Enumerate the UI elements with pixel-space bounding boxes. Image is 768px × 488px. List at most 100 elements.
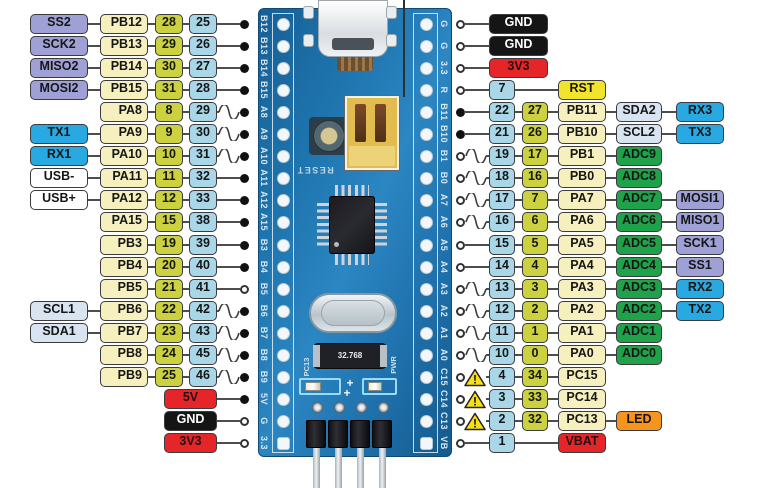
connection-dot	[240, 64, 249, 73]
port-label: PC14	[558, 389, 606, 409]
connection-circle	[456, 196, 465, 205]
header-pin-number: 30	[189, 124, 217, 144]
wire	[548, 155, 558, 157]
wire	[217, 67, 240, 69]
mcu-pin-number: 25	[155, 367, 183, 387]
pin-hole	[419, 414, 433, 428]
wire	[88, 332, 100, 334]
connection-circle	[240, 285, 249, 294]
wire	[148, 45, 155, 47]
mcu-pin-number: 3	[522, 279, 548, 299]
connection-dot	[240, 86, 249, 95]
wire	[662, 266, 676, 268]
pin-function-label: SCL1	[30, 301, 88, 321]
usb-connector-slot	[332, 38, 374, 50]
mcu-pin-number: 23	[155, 323, 183, 343]
wire	[148, 177, 155, 179]
wire	[548, 133, 558, 135]
port-label: PB13	[100, 36, 148, 56]
pin-hole	[419, 282, 433, 296]
power-led	[368, 382, 382, 391]
header-pin-number: 46	[189, 367, 217, 387]
wire	[606, 420, 616, 422]
wire	[183, 133, 189, 135]
wire	[606, 155, 616, 157]
header-pin-leg	[357, 448, 364, 488]
mcu-pin-number: 4	[522, 257, 548, 277]
header-pin-number: 41	[189, 279, 217, 299]
connection-circle	[456, 329, 465, 338]
mcu-pins-right	[375, 203, 387, 249]
pin-hole	[276, 282, 290, 296]
wire	[606, 310, 616, 312]
wire	[148, 133, 155, 135]
pin-hole	[276, 370, 290, 384]
wire	[606, 288, 616, 290]
wire	[662, 310, 676, 312]
connection-dot	[240, 42, 249, 51]
wire	[486, 376, 490, 378]
header-pin-leg	[379, 448, 386, 488]
pin-hole	[419, 83, 433, 97]
wire	[515, 155, 522, 157]
wire	[148, 266, 155, 268]
connection-dot	[240, 263, 249, 272]
wire	[548, 332, 558, 334]
pin-function-label: SDA1	[30, 323, 88, 343]
header-pin-number: 43	[189, 323, 217, 343]
port-label: PB10	[558, 124, 606, 144]
port-label: PB0	[558, 168, 606, 188]
wire	[515, 442, 558, 444]
wire	[217, 23, 240, 25]
boot-jumper-base	[349, 146, 395, 166]
pwr-silkscreen-label: PWR	[389, 356, 398, 374]
wire	[148, 332, 155, 334]
header-pin-number: 2	[489, 411, 515, 431]
wire	[217, 442, 240, 444]
header-pin-number: 18	[489, 168, 515, 188]
wire	[515, 398, 522, 400]
wire	[217, 420, 240, 422]
header-pin-number: 42	[189, 301, 217, 321]
connection-dot	[240, 218, 249, 227]
wire	[217, 155, 219, 157]
pwm-icon	[465, 169, 487, 187]
left-hole-frame	[272, 13, 294, 453]
header-pin-number: 39	[189, 235, 217, 255]
pin-function-label: USB+	[30, 190, 88, 210]
pin-hole	[276, 17, 290, 31]
wire	[217, 221, 240, 223]
wire	[486, 177, 490, 179]
pin-hole	[276, 436, 290, 450]
alt-function-label: ADC6	[616, 212, 662, 232]
port-label: PA11	[100, 168, 148, 188]
wire	[148, 23, 155, 25]
mcu-pin-number: 21	[155, 279, 183, 299]
peripheral-label: RX2	[676, 279, 724, 299]
mcu-pin-number: 30	[155, 58, 183, 78]
header-post	[333, 402, 345, 413]
pwm-icon	[218, 302, 240, 320]
header-pin-number: 15	[489, 235, 515, 255]
pin-hole	[419, 370, 433, 384]
pin-hole	[276, 392, 290, 406]
wire	[486, 221, 490, 223]
wire	[464, 266, 490, 268]
connection-circle	[456, 218, 465, 227]
wire	[217, 45, 240, 47]
connection-dot	[456, 130, 465, 139]
header-pin-number: 33	[189, 190, 217, 210]
warning-icon: !	[464, 390, 486, 409]
mcu-pin-number: 15	[155, 212, 183, 232]
pwm-icon	[465, 147, 487, 165]
connection-circle	[456, 395, 465, 404]
wire	[183, 177, 189, 179]
pwm-icon	[465, 346, 487, 364]
header-pin-number: 11	[489, 323, 515, 343]
pin-function-label: TX1	[30, 124, 88, 144]
wire	[515, 354, 522, 356]
silkscreen-label: VB	[439, 436, 449, 450]
wire	[217, 354, 219, 356]
pin-hole	[419, 17, 433, 31]
